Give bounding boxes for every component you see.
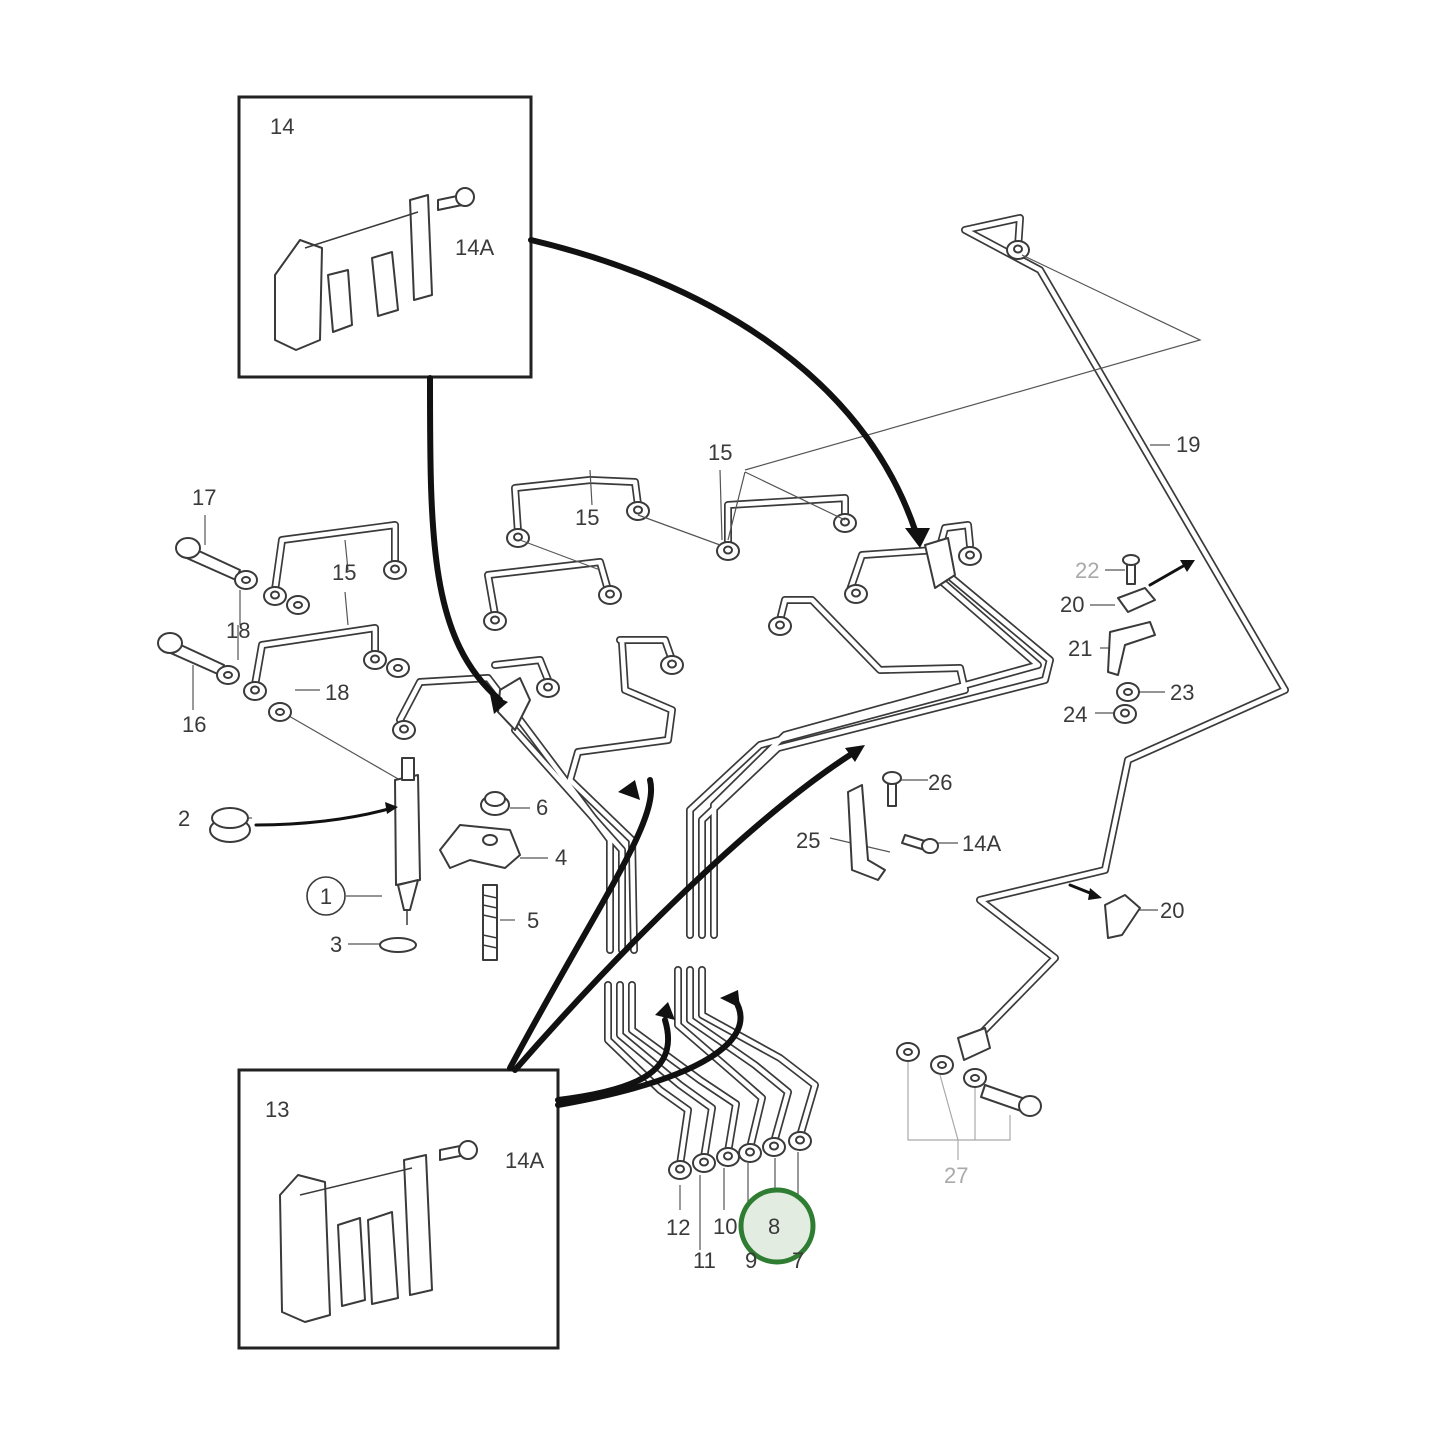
leader-lines [192, 247, 1202, 1250]
pipe-nut [660, 655, 684, 675]
bolt-22 [1122, 554, 1140, 585]
pipe-end-nut-9 [738, 1143, 762, 1163]
bolt-26 [882, 771, 902, 807]
washer-18 [286, 595, 310, 615]
label-20-b: 20 [1160, 898, 1184, 923]
sealing-ring-3 [379, 937, 417, 953]
banjo-27 [930, 1055, 954, 1075]
label-15-a: 15 [708, 440, 732, 465]
label-2: 2 [178, 806, 190, 831]
pipe-end-eye [243, 681, 267, 701]
label-1: 1 [320, 884, 332, 909]
pipe-end-nut-11 [692, 1153, 716, 1173]
nut-24 [1113, 704, 1137, 724]
label-8: 8 [768, 1214, 780, 1239]
label-21: 21 [1068, 636, 1092, 661]
pipe-end-nut-7 [788, 1131, 812, 1151]
label-14: 14 [270, 114, 294, 139]
label-12: 12 [666, 1215, 690, 1240]
label-7: 7 [792, 1248, 804, 1273]
label-24: 24 [1063, 702, 1087, 727]
label-20-a: 20 [1060, 592, 1084, 617]
label-14a-top: 14A [455, 235, 494, 260]
label-13: 13 [265, 1097, 289, 1122]
bolt-17 [175, 537, 241, 581]
pipe-end-eye [383, 560, 407, 580]
pipe-end-eye [263, 586, 287, 606]
pipe-nut [768, 616, 792, 636]
label-1-circle [306, 876, 346, 916]
highlight-ring-part-8 [738, 1187, 816, 1265]
bolt-16 [157, 632, 225, 676]
pipe-nut [536, 678, 560, 698]
label-16: 16 [182, 712, 206, 737]
label-22: 22 [1075, 558, 1099, 583]
pipe-end-nut-12 [668, 1160, 692, 1180]
label-5: 5 [527, 908, 539, 933]
label-27: 27 [944, 1163, 968, 1188]
detail-box-14 [237, 95, 533, 379]
label-26: 26 [928, 770, 952, 795]
pipe-nut [392, 720, 416, 740]
clip-20-lower [1104, 894, 1141, 939]
callout-labels: 14 14A 15 15 15 19 17 18 18 16 22 20 21 … [178, 114, 1200, 1273]
detail-box-13 [237, 1068, 560, 1350]
bracket-25 [847, 784, 886, 881]
return-pipe-banjo [957, 1027, 991, 1061]
label-14a-bottom: 14A [505, 1148, 544, 1173]
washer-18 [216, 665, 240, 685]
label-25: 25 [796, 828, 820, 853]
pipe-end-eye [506, 528, 530, 548]
label-18-b: 18 [325, 680, 349, 705]
return-pipe-19 [957, 214, 1289, 1061]
washer-18 [268, 702, 292, 722]
label-23: 23 [1170, 680, 1194, 705]
pipe-nut [844, 584, 868, 604]
injection-pipe-bundle [392, 521, 1054, 954]
label-19: 19 [1176, 432, 1200, 457]
stud-5 [482, 884, 498, 961]
label-3: 3 [330, 932, 342, 957]
label-17: 17 [192, 485, 216, 510]
nut-6 [480, 791, 510, 816]
bracket-21 [1107, 621, 1156, 676]
label-15-c: 15 [332, 560, 356, 585]
pipe-end-nut-8 [762, 1137, 786, 1157]
label-15-b: 15 [575, 505, 599, 530]
label-11: 11 [693, 1248, 716, 1273]
banjo-bolt-27 [980, 1084, 1042, 1117]
clamp-4 [439, 824, 521, 869]
pipe-end-nut-10 [716, 1147, 740, 1167]
pipe-end-eye [363, 650, 387, 670]
bolt-14a-mid [901, 834, 939, 854]
label-9: 9 [745, 1248, 757, 1273]
washer-27 [963, 1068, 987, 1088]
reference-arrows [254, 237, 1195, 1108]
washer-18 [234, 570, 258, 590]
lower-pipe-set [604, 966, 819, 1180]
washer-27 [896, 1042, 920, 1062]
label-10: 10 [713, 1214, 737, 1239]
injector-1 [394, 757, 421, 925]
label-4: 4 [555, 845, 567, 870]
nozzle-sleeve-2 [209, 807, 251, 843]
washer-23 [1116, 682, 1140, 702]
pipe-end-eye [598, 585, 622, 605]
pipe-end-eye [483, 611, 507, 631]
label-14a-mid: 14A [962, 831, 1001, 856]
label-6: 6 [536, 795, 548, 820]
pipe-end-eye [716, 541, 740, 561]
short-pipes-15 [243, 476, 857, 701]
pipe-nut [958, 546, 982, 566]
clip-20-upper [1117, 587, 1156, 613]
washer-18 [386, 658, 410, 678]
label-18-a: 18 [226, 618, 250, 643]
